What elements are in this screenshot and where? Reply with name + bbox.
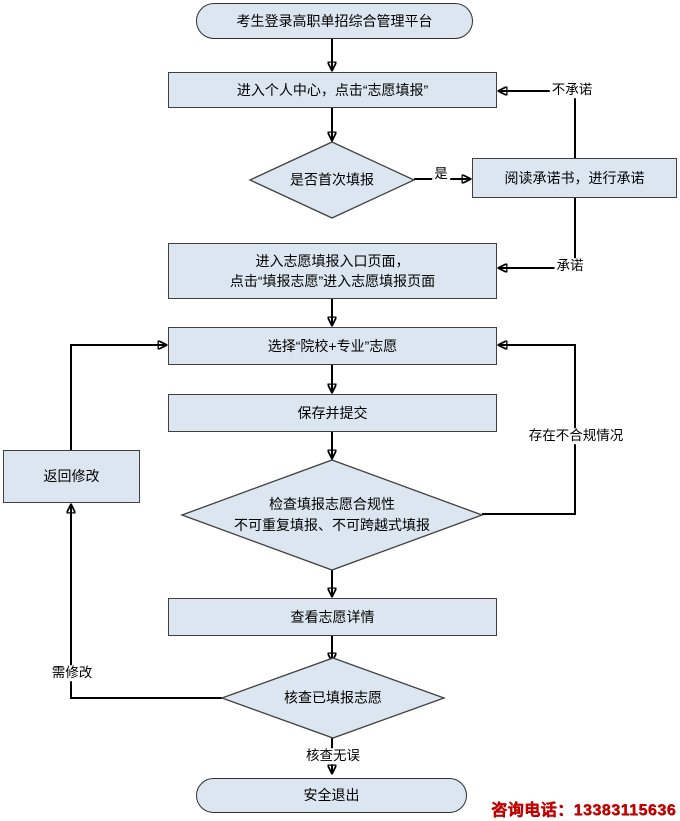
decision-compliance-label: 检查填报志愿合规性 不可重复填报、不可跨越式填报 bbox=[234, 494, 430, 536]
arrow-return-modify-to-choose bbox=[70, 345, 166, 450]
node-commitment: 阅读承诺书，进行承诺 bbox=[472, 158, 677, 198]
node-view-details-label: 查看志愿详情 bbox=[290, 608, 375, 625]
decision-verify-shape bbox=[220, 657, 446, 739]
decision-compliance-shape bbox=[180, 459, 484, 571]
node-commitment-label: 阅读承诺书，进行承诺 bbox=[504, 169, 645, 186]
node-view-details: 查看志愿详情 bbox=[168, 598, 497, 636]
edge-label-need-modify: 需修改 bbox=[49, 665, 95, 681]
node-start-terminator: 考生登录高职单招综合管理平台 bbox=[196, 3, 473, 39]
node-personal-center-label: 进入个人中心，点击“志愿填报” bbox=[236, 81, 429, 98]
node-exit-label: 安全退出 bbox=[303, 787, 360, 804]
node-personal-center: 进入个人中心，点击“志愿填报” bbox=[168, 72, 497, 108]
edge-label-no-commit: 不承诺 bbox=[549, 82, 595, 98]
edge-label-verified-ok: 核查无误 bbox=[304, 748, 362, 764]
hotline-phone-text: 咨询电话：13383115636 bbox=[490, 802, 676, 819]
node-start-label: 考生登录高职单招综合管理平台 bbox=[236, 12, 433, 29]
node-return-modify-label: 返回修改 bbox=[43, 468, 100, 485]
decision-verify-label: 核查已填报志愿 bbox=[284, 689, 382, 706]
node-return-modify: 返回修改 bbox=[3, 450, 140, 503]
decision-first-time-shape bbox=[248, 141, 416, 219]
node-entry-page-line1: 进入志愿填报入口页面， bbox=[255, 252, 410, 269]
node-save-submit-label: 保存并提交 bbox=[297, 404, 368, 421]
node-choose-volunteer: 选择“院校+专业”志愿 bbox=[168, 327, 497, 365]
edge-label-non-compliant: 存在不合规情况 bbox=[526, 428, 626, 444]
arrow-no-commit-back-to-personal-center bbox=[499, 91, 576, 158]
decision-compliance-line2: 不可重复填报、不可跨越式填报 bbox=[234, 517, 430, 533]
decision-compliance-line1: 检查填报志愿合规性 bbox=[269, 496, 395, 512]
node-choose-volunteer-label: 选择“院校+专业”志愿 bbox=[267, 337, 398, 354]
node-entry-page: 进入志愿填报入口页面， 点击“填报志愿”进入志愿填报页面 bbox=[168, 243, 497, 299]
arrow-need-modify-to-return-modify bbox=[71, 505, 222, 699]
node-entry-page-line2: 点击“填报志愿”进入志愿填报页面 bbox=[229, 273, 436, 289]
node-exit-terminator: 安全退出 bbox=[196, 778, 467, 813]
edge-label-yes: 是 bbox=[432, 166, 450, 182]
node-save-submit: 保存并提交 bbox=[168, 394, 497, 432]
edge-label-commit: 承诺 bbox=[554, 258, 586, 274]
decision-first-time-label: 是否首次填报 bbox=[290, 171, 374, 188]
